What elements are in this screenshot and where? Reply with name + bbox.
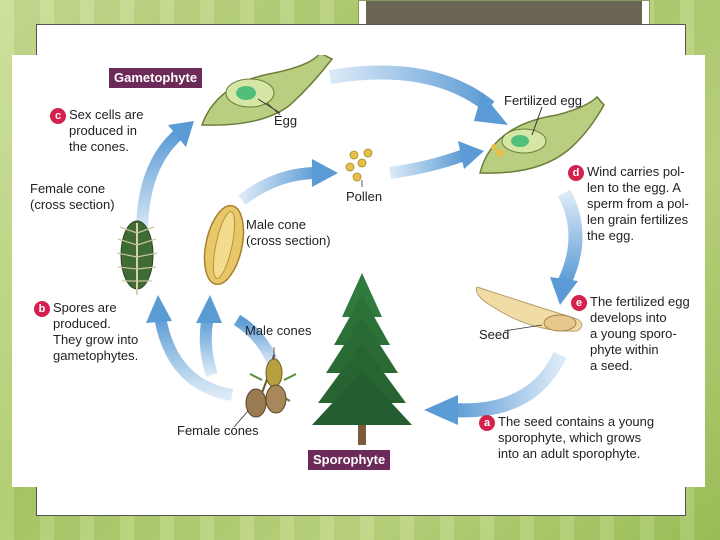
pine-life-cycle-diagram: Gametophyte Sporophyte Egg Fertilized eg… [12,55,705,487]
arrow-female-cone-to-egg [136,121,194,234]
arrow-male-cone-to-pollen [238,159,338,205]
arrow-seed-to-tree [424,351,567,425]
arrow-pollen-to-fertilized [389,141,484,179]
step-c-badge: c [50,108,66,124]
male-cones-label: Male cones [245,323,312,338]
step-b-badge: b [34,301,50,317]
egg-scale-illustration [200,55,334,126]
seed-illustration [476,286,583,332]
branch-cones-illustration [245,354,297,418]
step-e-badge: e [571,295,587,311]
step-a-text: The seed contains a young sporophyte, wh… [498,414,655,461]
female-cones-label: Female cones [177,423,259,438]
step-a-badge: a [479,415,495,431]
fertilized-egg-illustration [479,95,605,174]
male-cone-cross-label: Male cone (cross section) [246,217,331,248]
seed-label: Seed [479,327,510,342]
gametophyte-tag: Gametophyte [109,68,203,88]
female-cone-cross-label: Female cone (cross section) [30,181,115,212]
egg-label: Egg [274,113,298,128]
female-cone-cross-section [116,220,158,295]
arrow-female-cones-to-spores [146,295,234,401]
male-cone-cross-section [203,204,245,286]
fertilized-egg-label: Fertilized egg [504,93,583,108]
sporophyte-tag: Sporophyte [308,450,391,470]
step-d-badge: d [568,165,584,181]
diagram-graphics [116,55,605,445]
pine-tree-illustration [312,273,412,445]
step-d-text: Wind carries pol- len to the egg. A sper… [587,164,689,243]
step-e-text: The fertilized egg develops into a young… [590,294,690,373]
egg-leader-line [266,102,281,116]
pollen-grains [345,148,373,182]
arrow-male-cones-up [196,295,222,377]
step-b-text: Spores are produced. They grow into game… [53,300,139,363]
female-cones-leader-line [233,410,249,428]
arrow-fertilized-to-seed [550,189,583,305]
pollen-label: Pollen [346,189,383,204]
arrow-egg-to-fertilized [328,65,508,125]
step-c-text: Sex cells are produced in the cones. [69,107,144,154]
